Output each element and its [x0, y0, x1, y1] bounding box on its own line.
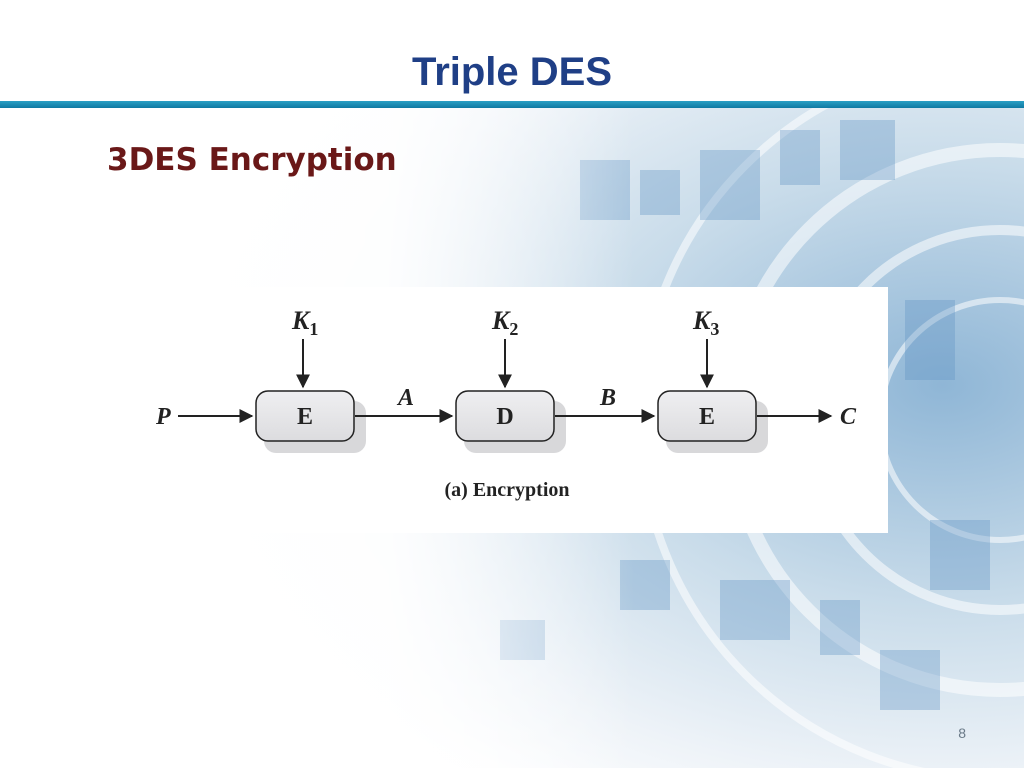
output-label: C — [840, 404, 857, 430]
key-3-label: K3 — [692, 306, 719, 339]
stage-2: K2 D — [455, 306, 566, 453]
stage-3: K3 E — [657, 306, 768, 453]
input-label: P — [155, 404, 171, 430]
stage-1: K1 E — [255, 306, 366, 453]
encrypt-box-2 — [657, 390, 757, 442]
slide-subtitle: 3DES Encryption — [107, 142, 397, 178]
key-1-label: K1 — [291, 306, 318, 339]
key-2-label: K2 — [491, 306, 518, 339]
page-number: 8 — [958, 725, 966, 741]
decrypt-box-label: D — [496, 404, 513, 430]
slide-title: Triple DES — [411, 50, 613, 94]
encryption-diagram: P K1 E A K2 D B K3 E — [136, 287, 888, 533]
encrypt-box-2-label: E — [699, 404, 715, 430]
title-underline — [0, 101, 1024, 108]
diagram-caption: (a) Encryption — [445, 479, 570, 501]
encrypt-box-1-label: E — [297, 404, 313, 430]
encrypt-box-1 — [255, 390, 355, 442]
diagram-canvas: P K1 E A K2 D B K3 E — [155, 306, 857, 501]
decrypt-box — [455, 390, 555, 442]
intermediate-b-label: B — [599, 385, 616, 411]
intermediate-a-label: A — [396, 385, 414, 411]
